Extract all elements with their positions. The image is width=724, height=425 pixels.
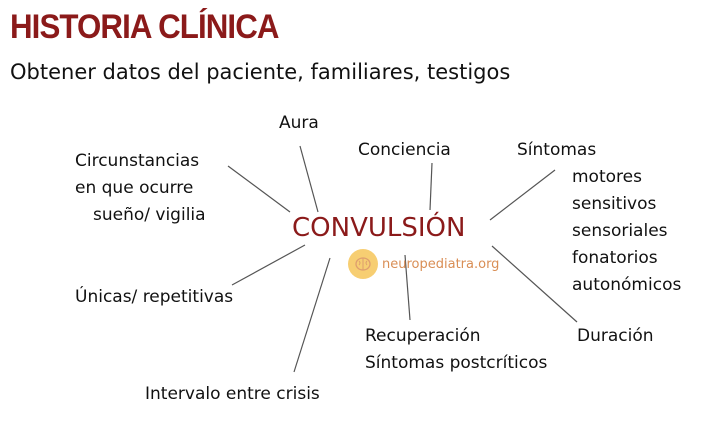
center-concept: CONVULSIÓN <box>292 213 466 243</box>
page-subtitle: Obtener datos del paciente, familiares, … <box>10 60 511 84</box>
label-duracion: Duración <box>577 326 654 346</box>
label-aura: Aura <box>279 113 319 133</box>
label-sintomas-title: Síntomas <box>517 140 597 160</box>
line-conciencia <box>429 162 433 211</box>
label-recuperacion: Recuperación <box>365 326 481 346</box>
line-intervalo <box>293 257 331 373</box>
page-title: HISTORIA CLÍNICA <box>10 8 279 46</box>
label-unicas: Únicas/ repetitivas <box>75 287 234 307</box>
label-circunstancias: en que ocurre <box>75 178 194 198</box>
label-circunstancias: Circunstancias <box>75 151 200 171</box>
logo: neuropediatra.org <box>348 249 499 279</box>
line-recuperacion <box>404 254 411 321</box>
label-sintomas-item: sensoriales <box>572 221 668 241</box>
label-sintomas-item: sensitivos <box>572 194 657 214</box>
label-circunstancias: sueño/ vigilia <box>93 205 206 225</box>
line-aura <box>299 145 319 213</box>
line-unicas <box>231 244 306 286</box>
line-sintomas <box>489 169 556 221</box>
label-recuperacion: Síntomas postcríticos <box>365 353 548 373</box>
label-sintomas-item: autonómicos <box>572 275 682 295</box>
line-duracion <box>491 245 578 323</box>
logo-text: neuropediatra.org <box>382 256 500 272</box>
brain-icon <box>348 249 378 279</box>
label-sintomas-item: fonatorios <box>572 248 658 268</box>
line-circunstancias <box>227 165 291 213</box>
label-conciencia: Conciencia <box>358 140 451 160</box>
label-sintomas-item: motores <box>572 167 642 187</box>
label-intervalo: Intervalo entre crisis <box>145 384 320 404</box>
